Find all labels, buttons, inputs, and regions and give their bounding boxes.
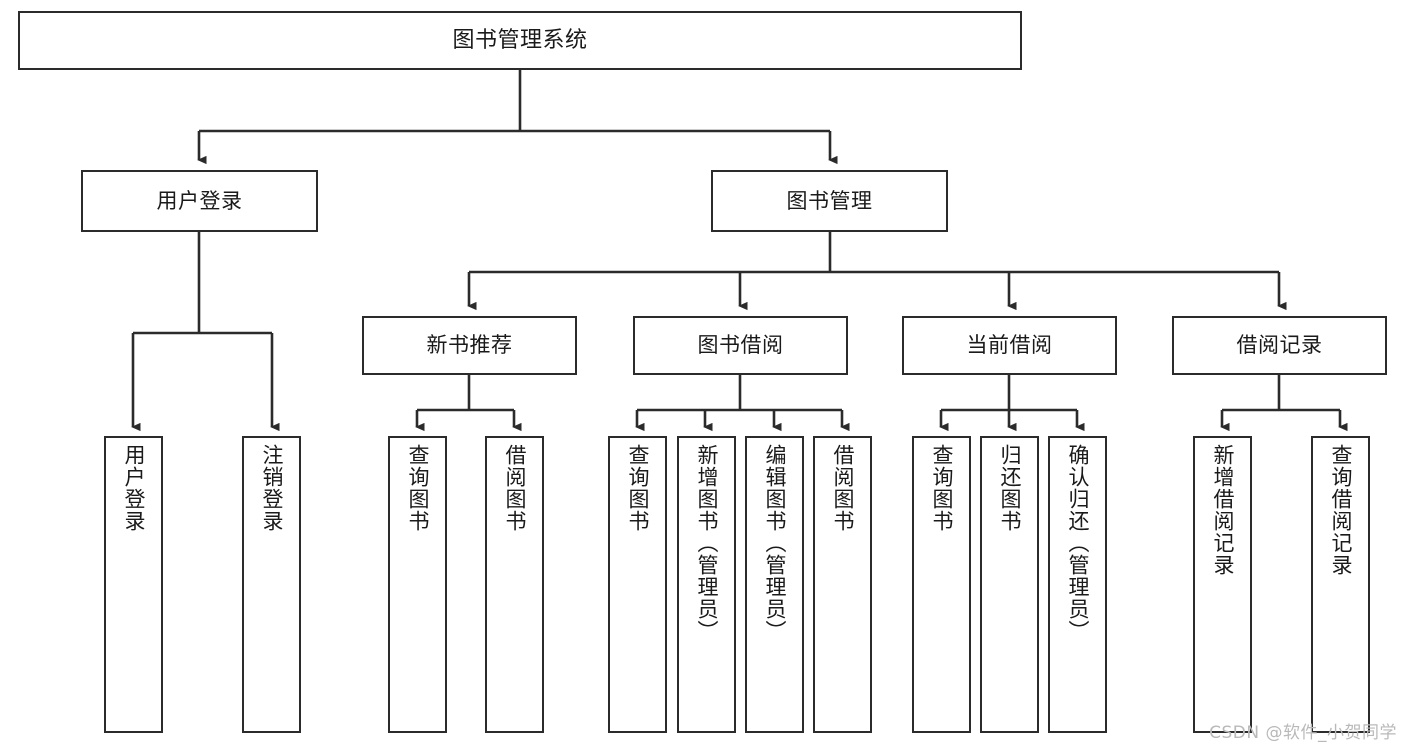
- leaf-current-borrow-confirm[interactable]: 确认归还（管理员）: [1048, 436, 1107, 733]
- leaf-book-borrow-query[interactable]: 查询图书: [608, 436, 667, 733]
- leaf-new-book-borrow-label: 借阅图书: [502, 444, 527, 532]
- leaf-borrow-record-query-label: 查询借阅记录: [1328, 444, 1353, 576]
- node-book-borrow[interactable]: 图书借阅: [633, 316, 848, 375]
- node-user-login-label: 用户登录: [156, 188, 243, 213]
- leaf-book-borrow-edit[interactable]: 编辑图书（管理员）: [745, 436, 804, 733]
- leaf-borrow-record-query[interactable]: 查询借阅记录: [1311, 436, 1370, 733]
- leaf-book-borrow-edit-label: 编辑图书（管理员）: [762, 444, 787, 642]
- leaf-user-login-login-label: 用户登录: [121, 444, 146, 532]
- leaf-user-login-logout-label: 注销登录: [259, 444, 284, 532]
- leaf-current-borrow-return[interactable]: 归还图书: [980, 436, 1039, 733]
- node-root-system-label: 图书管理系统: [452, 27, 588, 53]
- leaf-book-borrow-borrow-label: 借阅图书: [830, 444, 855, 532]
- leaf-book-borrow-borrow[interactable]: 借阅图书: [813, 436, 872, 733]
- leaf-book-borrow-add[interactable]: 新增图书（管理员）: [677, 436, 736, 733]
- node-new-book-recommend[interactable]: 新书推荐: [362, 316, 577, 375]
- leaf-new-book-borrow[interactable]: 借阅图书: [485, 436, 544, 733]
- node-current-borrow-label: 当前借阅: [966, 333, 1053, 358]
- leaf-book-borrow-add-label: 新增图书（管理员）: [694, 444, 719, 642]
- leaf-current-borrow-confirm-label: 确认归还（管理员）: [1065, 444, 1090, 642]
- node-borrow-record-label: 借阅记录: [1236, 333, 1323, 358]
- node-user-login[interactable]: 用户登录: [81, 170, 318, 232]
- node-book-borrow-label: 图书借阅: [697, 333, 784, 358]
- node-book-management[interactable]: 图书管理: [711, 170, 948, 232]
- leaf-current-borrow-query-label: 查询图书: [929, 444, 954, 532]
- node-borrow-record[interactable]: 借阅记录: [1172, 316, 1387, 375]
- leaf-current-borrow-return-label: 归还图书: [997, 444, 1022, 532]
- node-new-book-recommend-label: 新书推荐: [426, 333, 513, 358]
- leaf-new-book-query-label: 查询图书: [405, 444, 430, 532]
- leaf-new-book-query[interactable]: 查询图书: [388, 436, 447, 733]
- csdn-watermark: CSDN @软件_小贺同学: [1209, 723, 1397, 743]
- leaf-book-borrow-query-label: 查询图书: [625, 444, 650, 532]
- leaf-user-login-login[interactable]: 用户登录: [104, 436, 163, 733]
- leaf-borrow-record-add[interactable]: 新增借阅记录: [1193, 436, 1252, 733]
- leaf-user-login-logout[interactable]: 注销登录: [242, 436, 301, 733]
- node-book-management-label: 图书管理: [786, 188, 873, 213]
- node-root-system[interactable]: 图书管理系统: [18, 11, 1022, 70]
- leaf-borrow-record-add-label: 新增借阅记录: [1210, 444, 1235, 576]
- node-current-borrow[interactable]: 当前借阅: [902, 316, 1117, 375]
- leaf-current-borrow-query[interactable]: 查询图书: [912, 436, 971, 733]
